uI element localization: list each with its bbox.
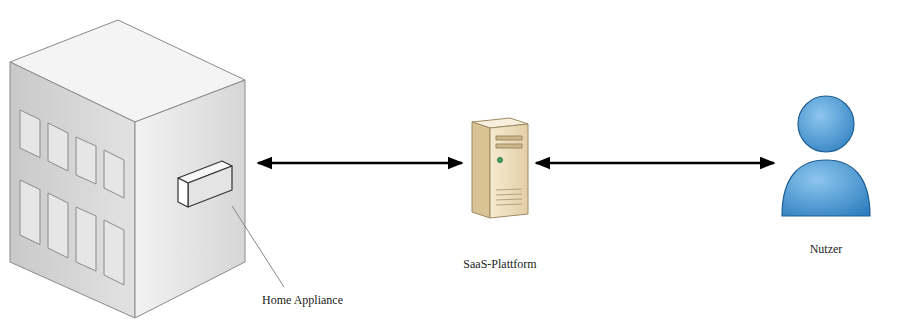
- arrow-connector: [536, 162, 774, 165]
- diagram-node: Nutzer: [778, 92, 873, 217]
- server-icon: [472, 118, 528, 218]
- building-figure: [10, 20, 245, 318]
- node-label: Nutzer: [810, 242, 843, 256]
- diagram-node: Home Appliance: [8, 18, 250, 318]
- appliance-box: [178, 161, 232, 207]
- user-icon: [782, 96, 870, 216]
- arrow-connector: [258, 162, 462, 165]
- node-label: SaaS-Plattform: [463, 257, 536, 271]
- node-label: Home Appliance: [262, 293, 343, 307]
- leader-line: [232, 206, 284, 287]
- diagram-node: SaaS-Plattform: [468, 112, 530, 218]
